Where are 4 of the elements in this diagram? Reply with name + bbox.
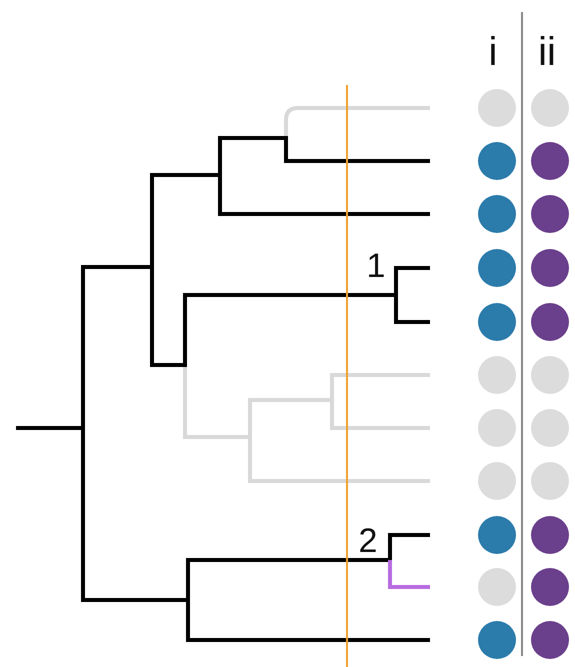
node-number: 1 [366,249,386,283]
column-header: ii [538,32,556,72]
node-number: 2 [358,524,378,558]
column-header: i [488,32,498,72]
